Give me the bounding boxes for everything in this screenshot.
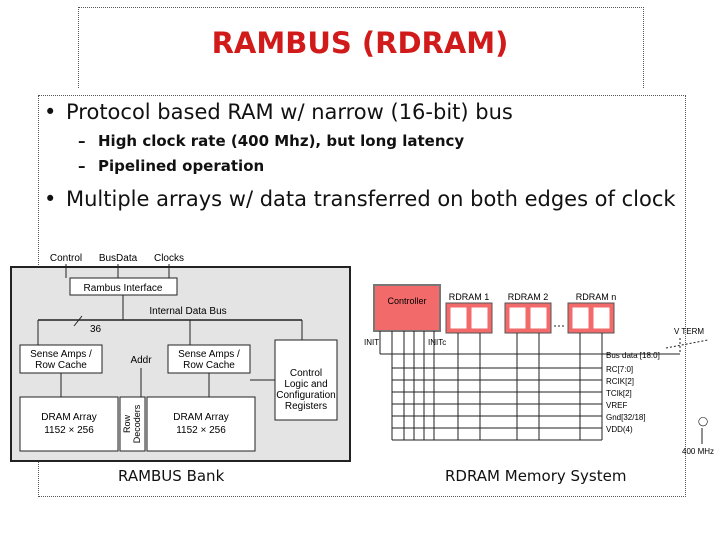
rambus-bank-diagram: Control BusData Clocks Rambus Interface … (10, 253, 351, 462)
bullet-arrays: • Multiple arrays w/ data transferred on … (44, 186, 684, 212)
title-frame (78, 7, 644, 88)
sub-bullet-clock: –High clock rate (400 Mhz), but long lat… (78, 132, 464, 150)
chip-2-bank-a (508, 306, 527, 330)
chip-n-bank-b (592, 306, 611, 330)
sense-amps-right-label-2: Row Cache (183, 360, 235, 371)
sub-bullet-pipeline-text: Pipelined operation (98, 157, 265, 175)
chip-2-bank-b (529, 306, 548, 330)
dash: – (78, 157, 86, 175)
signal-rc: RC[7:0] (606, 365, 633, 374)
rambus-interface-label: Rambus Interface (84, 283, 163, 294)
chip-n-bank-a (571, 306, 590, 330)
sub-bullet-clock-text: High clock rate (400 Mhz), but long late… (98, 132, 465, 150)
signal-tcik: TCIk[2] (606, 389, 632, 398)
slide-title: RAMBUS (RDRAM) (211, 26, 509, 60)
dram-left-label-1: DRAM Array (41, 412, 97, 423)
vterm-label: V TERM (674, 327, 704, 336)
clock-source-icon: ◯ (698, 416, 708, 427)
signal-rcik: RCIK[2] (606, 377, 634, 386)
chip-1-bank-a (449, 306, 468, 330)
controller-label: Controller (387, 296, 426, 306)
caption-rambus-bank: RAMBUS Bank (118, 467, 225, 485)
bullet-protocol: • Protocol based RAM w/ narrow (16-bit) b… (44, 100, 513, 124)
sense-amps-right-label-1: Sense Amps / (178, 349, 240, 360)
sense-amps-left-label-1: Sense Amps / (30, 349, 92, 360)
dram-right-label-2: 1152 × 256 (176, 425, 226, 436)
initc-label: INITc (428, 338, 446, 347)
chip-1-label: RDRAM 1 (449, 292, 490, 302)
rdram-chip-2 (504, 302, 552, 334)
bus-width-tick (73, 315, 83, 327)
bullet-dot: • (44, 187, 57, 211)
dram-array-left-box (19, 396, 119, 452)
chip-1-bank-b (470, 306, 489, 330)
bullet-arrays-text: Multiple arrays w/ data transferred on b… (66, 187, 676, 211)
row-decoders-label-2: Decoders (132, 404, 142, 443)
rdram-system-diagram: Controller RDRAM 1 RDRAM 2 RDRAM n INIT … (364, 284, 714, 456)
internal-bus-label: Internal Data Bus (149, 306, 226, 317)
dram-right-label-1: DRAM Array (173, 412, 229, 423)
init-label: INIT (364, 338, 379, 347)
control-label-4: Registers (285, 401, 327, 412)
freq-label: 400 MHz (682, 447, 714, 456)
dash: – (78, 132, 86, 150)
rdram-chip-1 (445, 302, 493, 334)
sense-amps-left-label-2: Row Cache (35, 360, 87, 371)
input-clocks-label: Clocks (154, 253, 184, 264)
input-control-label: Control (50, 253, 82, 264)
dram-array-right-box (146, 396, 256, 452)
chip-2-label: RDRAM 2 (508, 292, 549, 302)
row-decoders-label-1: Row (122, 415, 132, 434)
row-decoders-box (119, 396, 146, 452)
bus-width-label: 36 (90, 324, 102, 335)
bus-horizontals (380, 353, 680, 441)
control-label-3: Configuration (276, 390, 335, 401)
rdram-chip-n (567, 302, 615, 334)
bullet-protocol-text: Protocol based RAM w/ narrow (16-bit) bu… (66, 100, 513, 124)
dram-left-label-2: 1152 × 256 (44, 425, 94, 436)
addr-label: Addr (130, 355, 152, 366)
vterm-resistor (665, 339, 709, 349)
control-label-2: Logic and (284, 379, 327, 390)
signal-vref: VREF (606, 401, 627, 410)
caption-rdram-system: RDRAM Memory System (445, 467, 627, 485)
input-busdata-label: BusData (99, 253, 138, 264)
signal-busdata: Bus data [18:0] (606, 351, 660, 360)
chip-n-label: RDRAM n (576, 292, 617, 302)
control-label-1: Control (290, 368, 322, 379)
sense-amps-right-box (167, 344, 251, 374)
controller-box (373, 284, 441, 332)
signal-gnd: Gnd[32/18] (606, 413, 646, 422)
bullet-dot: • (44, 100, 57, 124)
bus-verticals (379, 331, 603, 440)
signal-vdd: VDD(4) (606, 425, 633, 434)
sub-bullet-pipeline: –Pipelined operation (78, 157, 264, 175)
